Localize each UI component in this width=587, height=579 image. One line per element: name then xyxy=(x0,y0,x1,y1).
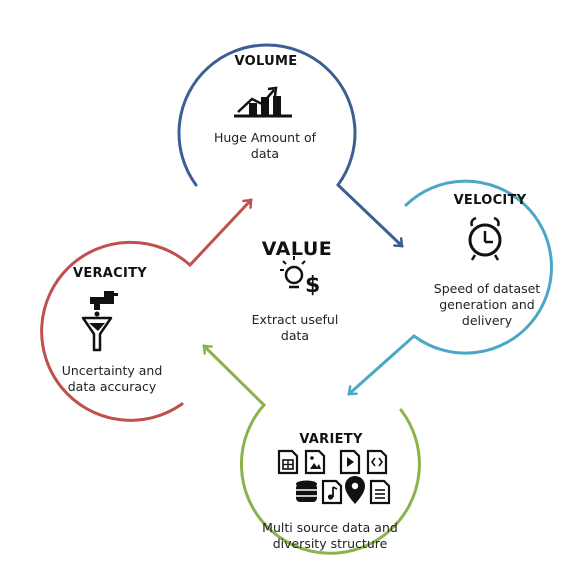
svg-text:$: $ xyxy=(305,273,320,298)
value-title: VALUE xyxy=(261,238,333,260)
alarm-clock-icon xyxy=(468,216,502,261)
variety-description: Multi source data and diversity structur… xyxy=(262,520,398,551)
database-icon xyxy=(296,480,317,502)
table-file-icon xyxy=(277,449,299,475)
value-description: Extract useful data xyxy=(251,312,339,343)
velocity-circle xyxy=(347,179,553,396)
veracity-description: Uncertainty and data accuracy xyxy=(61,363,163,394)
image-file-icon xyxy=(304,449,326,475)
location-pin-icon xyxy=(345,476,365,504)
veracity-title: VERACITY xyxy=(72,266,148,281)
variety-title: VARIETY xyxy=(299,432,363,447)
code-file-icon xyxy=(366,449,388,475)
growth-chart-icon xyxy=(234,86,292,118)
lightbulb-dollar-icon: $ xyxy=(280,256,320,298)
velocity-title: VELOCITY xyxy=(453,193,527,208)
volume-title: VOLUME xyxy=(234,54,298,69)
volume-description: Huge Amount of data xyxy=(213,130,317,161)
tap-filter-icon xyxy=(81,291,118,352)
variety-circle xyxy=(202,344,421,555)
velocity-description: Speed of dataset generation and delivery xyxy=(433,281,541,328)
audio-file-icon xyxy=(321,479,343,505)
veracity-circle xyxy=(40,198,253,422)
file-types-icon xyxy=(277,449,391,505)
volume-circle xyxy=(177,43,404,248)
video-file-icon xyxy=(339,449,361,475)
document-file-icon xyxy=(369,479,391,505)
